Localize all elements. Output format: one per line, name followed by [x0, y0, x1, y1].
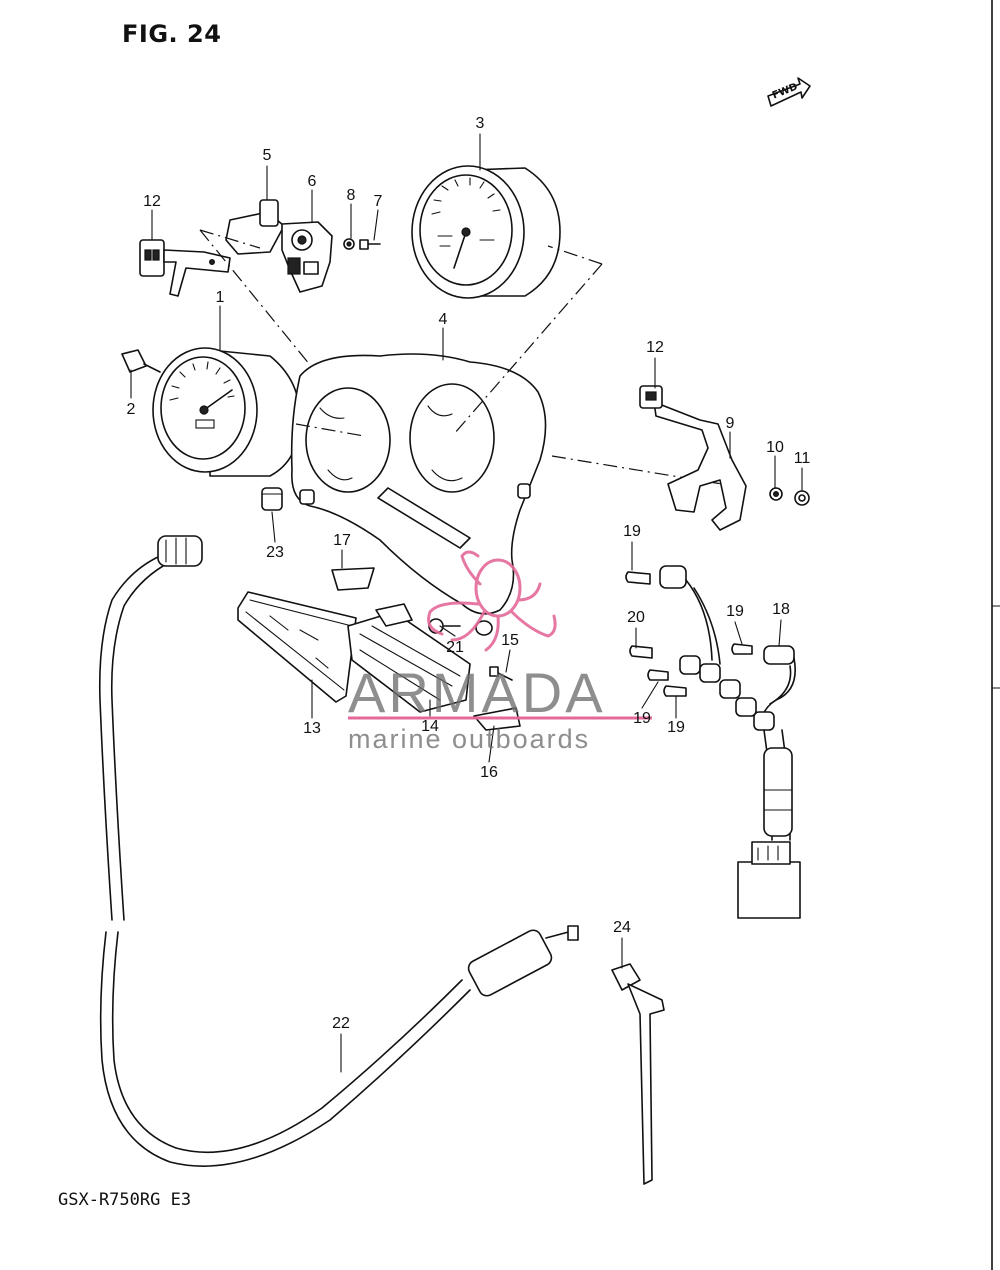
figure-title: FIG. 24: [122, 20, 222, 48]
callout-21: 21: [446, 639, 464, 656]
part-21-screw-washer: [428, 618, 493, 636]
callout-1: 1: [215, 289, 225, 306]
part-3-tachometer: [411, 165, 561, 299]
model-code: GSX-R750RG E3: [58, 1190, 192, 1210]
callout-18: 18: [772, 601, 790, 618]
part-12-connector-left: [139, 239, 231, 297]
wiring-harness: [659, 565, 801, 919]
callout-22: 22: [332, 1015, 350, 1032]
part-4-meter-case: [290, 353, 547, 615]
fwd-arrow-icon: [767, 77, 811, 107]
callout-19-c: 19: [633, 710, 651, 727]
callout-9: 9: [725, 415, 735, 432]
part-11-nut: [794, 490, 810, 506]
callout-19-d: 19: [667, 719, 685, 736]
part-22-speedometer-cable: [98, 535, 579, 1167]
part-10-washer: [769, 487, 783, 501]
callout-3: 3: [475, 115, 485, 132]
callout-17: 17: [333, 532, 351, 549]
part-8-nut: [343, 238, 355, 250]
part-17-clip: [331, 567, 375, 591]
part-13-indicator-panel: [237, 591, 357, 703]
callout-19-a: 19: [623, 523, 641, 540]
part-1-speedometer: [152, 347, 301, 477]
callout-2: 2: [126, 401, 136, 418]
part-19-bulb: [625, 571, 753, 697]
callout-16: 16: [480, 764, 498, 781]
callout-11: 11: [793, 450, 811, 467]
watermark-brand: ARMADA: [348, 661, 606, 724]
callout-7: 7: [373, 193, 383, 210]
part-5-6-socket-bracket: [225, 199, 333, 293]
callout-10: 10: [766, 439, 784, 456]
callout-15: 15: [501, 632, 519, 649]
part-18-socket: [763, 645, 795, 665]
part-23-cap: [261, 487, 283, 511]
callout-4: 4: [438, 311, 448, 328]
part-24-cable-tie: [611, 963, 665, 1185]
part-14-lens-board: [347, 603, 471, 713]
callout-19-b: 19: [726, 603, 744, 620]
callout-14: 14: [421, 718, 439, 735]
leader-lines: [199, 229, 735, 487]
callout-13: 13: [303, 720, 321, 737]
watermark-subtitle: marine outboards: [348, 724, 591, 754]
part-9-bracket: [639, 385, 747, 531]
callout-12-right: 12: [646, 339, 664, 356]
armada-octopus-logo: [427, 550, 557, 652]
callout-5: 5: [262, 147, 272, 164]
callout-12-left: 12: [143, 193, 161, 210]
callout-leaders: [130, 133, 803, 1073]
callout-6: 6: [307, 173, 317, 190]
callout-8: 8: [346, 187, 356, 204]
callout-24: 24: [613, 919, 631, 936]
callout-20: 20: [627, 609, 645, 626]
part-7-screw: [359, 239, 381, 250]
part-15-screw: [489, 666, 513, 681]
part-2-reset-knob: [121, 349, 161, 373]
callout-23: 23: [266, 544, 284, 561]
